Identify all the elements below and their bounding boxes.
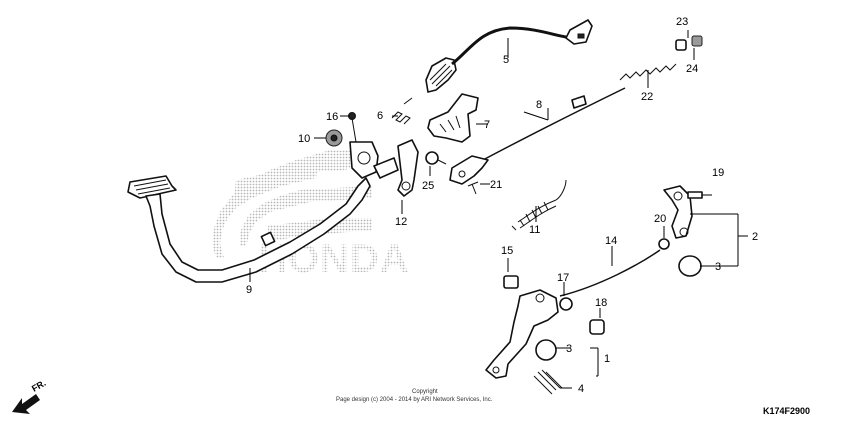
diagram-code: K174F2900 xyxy=(763,406,810,416)
pivot-bolt[interactable] xyxy=(348,112,357,143)
front-arrow-icon xyxy=(12,394,40,414)
brake-arm[interactable] xyxy=(373,139,419,197)
shift-bolt[interactable] xyxy=(687,191,703,199)
pedal-rubber[interactable] xyxy=(535,339,557,361)
pivot-bolt-lower[interactable] xyxy=(503,275,519,289)
switch-spring[interactable] xyxy=(391,97,413,125)
callout-10[interactable]: 10 xyxy=(298,133,310,145)
callout-22[interactable]: 22 xyxy=(641,91,653,103)
callout-17[interactable]: 17 xyxy=(557,272,569,284)
callout-18[interactable]: 18 xyxy=(595,297,607,309)
callout-15[interactable]: 15 xyxy=(501,245,513,257)
copyright-notice: Page design (c) 2004 - 2014 by ARI Netwo… xyxy=(336,397,493,403)
retaining-pin[interactable] xyxy=(467,181,479,195)
cotter-pin[interactable] xyxy=(425,151,447,165)
wing-logo-icon xyxy=(212,150,372,258)
pedal-spring[interactable] xyxy=(533,369,563,395)
pivot-collar[interactable] xyxy=(589,319,605,335)
callout-6[interactable]: 6 xyxy=(377,110,383,122)
honda-watermark: HONDA xyxy=(212,150,409,281)
callout-24[interactable]: 24 xyxy=(686,63,698,75)
adjust-nut[interactable] xyxy=(675,39,687,51)
callout-12[interactable]: 12 xyxy=(395,216,407,228)
copyright-label: Copyright xyxy=(412,389,438,395)
shift-pedal[interactable] xyxy=(485,289,559,379)
callout-3-upper[interactable]: 3 xyxy=(715,261,721,273)
front-indicator: FR. xyxy=(12,378,48,414)
callout-8[interactable]: 8 xyxy=(536,99,542,111)
return-spring[interactable] xyxy=(511,179,567,231)
shift-rod[interactable] xyxy=(559,249,661,297)
callout-11[interactable]: 11 xyxy=(529,224,540,236)
brake-switch-cable[interactable] xyxy=(425,19,593,93)
shift-rubber[interactable] xyxy=(678,255,702,277)
callout-5[interactable]: 5 xyxy=(503,54,509,66)
callout-19[interactable]: 19 xyxy=(712,167,724,179)
callout-14[interactable]: 14 xyxy=(605,235,617,247)
callout-20[interactable]: 20 xyxy=(654,213,666,225)
leader-lines xyxy=(249,30,748,389)
callout-2[interactable]: 2 xyxy=(752,231,758,243)
callout-9[interactable]: 9 xyxy=(246,284,252,296)
callout-4[interactable]: 4 xyxy=(578,383,584,395)
callouts: 5 8 7 6 10 16 9 12 25 21 11 22 23 24 19 … xyxy=(246,16,758,395)
callout-16[interactable]: 16 xyxy=(326,111,338,123)
callout-1[interactable]: 1 xyxy=(604,353,610,365)
callout-25[interactable]: 25 xyxy=(422,180,434,192)
pedal-nut-lower[interactable] xyxy=(559,297,573,311)
callout-21[interactable]: 21 xyxy=(490,179,502,191)
callout-23[interactable]: 23 xyxy=(676,16,688,28)
switch-bracket[interactable] xyxy=(427,93,479,143)
shift-arm[interactable] xyxy=(663,185,693,239)
callout-7[interactable]: 7 xyxy=(484,119,490,131)
brake-rod[interactable] xyxy=(449,87,626,185)
shift-washer[interactable] xyxy=(658,238,670,250)
callout-3-lower[interactable]: 3 xyxy=(566,343,572,355)
brake-pedal[interactable] xyxy=(127,141,379,283)
rod-joint[interactable] xyxy=(691,35,703,47)
pedal-nut[interactable] xyxy=(325,129,343,147)
svg-text:FR.: FR. xyxy=(30,378,48,394)
